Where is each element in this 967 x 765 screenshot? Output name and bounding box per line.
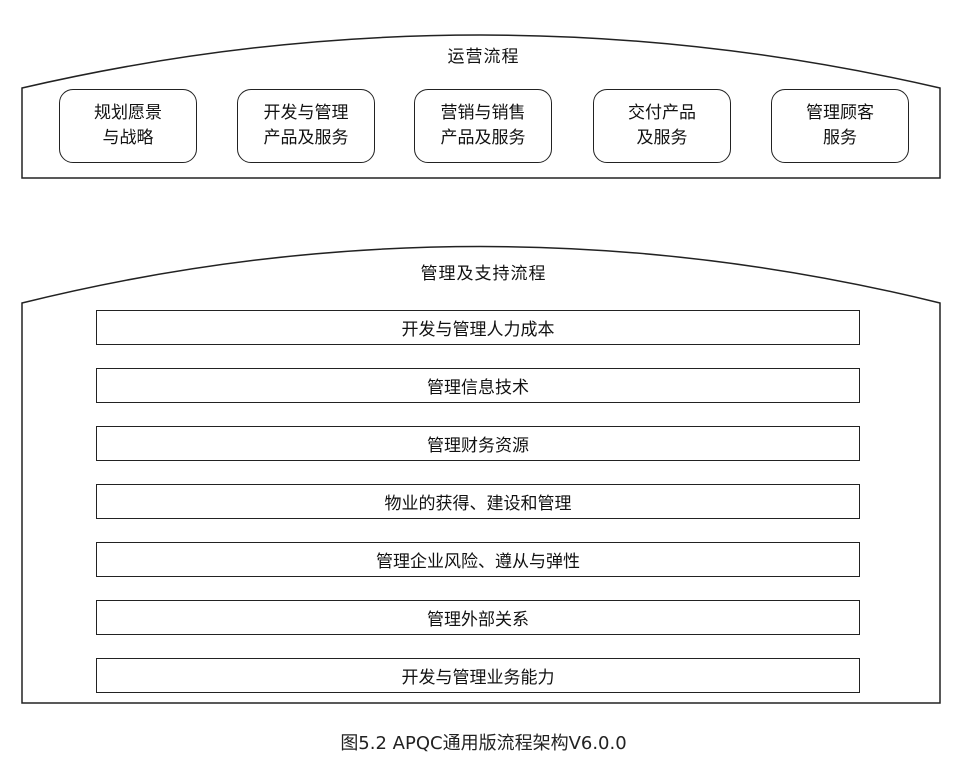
operating-item: 开发与管理 产品及服务 [237,89,375,163]
support-title: 管理及支持流程 [420,264,547,284]
support-item: 管理信息技术 [96,368,860,403]
support-item: 管理企业风险、遵从与弹性 [96,542,860,577]
operating-frame [21,34,941,179]
operating-title: 运营流程 [447,47,520,67]
support-item: 管理外部关系 [96,600,860,635]
figure-caption: 图5.2 APQC通用版流程架构V6.0.0 [340,733,627,754]
support-item: 开发与管理人力成本 [96,310,860,345]
operating-item: 营销与销售 产品及服务 [414,89,552,163]
support-item: 开发与管理业务能力 [96,658,860,693]
operating-item: 管理顾客 服务 [771,89,909,163]
support-item: 物业的获得、建设和管理 [96,484,860,519]
support-item: 管理财务资源 [96,426,860,461]
operating-item: 交付产品 及服务 [593,89,731,163]
support-frame [21,245,941,704]
operating-item: 规划愿景 与战略 [59,89,197,163]
